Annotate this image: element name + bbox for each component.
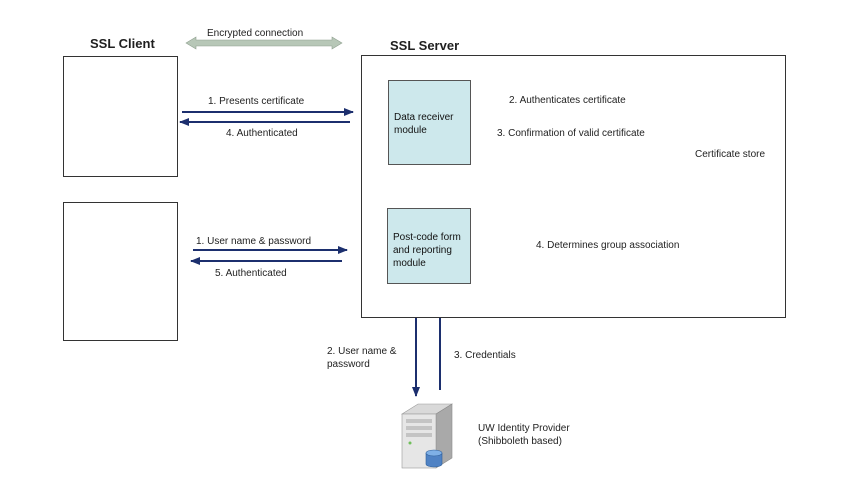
postcode-reporting-module: Post-code form and reporting module [387, 208, 471, 284]
encrypted-connection-label: Encrypted connection [207, 28, 304, 39]
identity-provider-label: UW Identity Provider (Shibboleth based) [478, 423, 570, 447]
ssl-server-title: SSL Server [390, 38, 460, 53]
user-name-password-1-label: 1. User name & password [196, 236, 312, 247]
data-receiver-module: Data receiver module [388, 80, 471, 165]
client-box-password [63, 202, 178, 341]
presents-certificate-label: 1. Presents certificate [208, 96, 305, 107]
user-name-password-2-label: 2. User name & password [327, 346, 397, 370]
determines-group-label: 4. Determines group association [536, 240, 680, 251]
credentials-label: 3. Credentials [454, 350, 516, 361]
authenticates-certificate-label: 2. Authenticates certificate [509, 95, 626, 106]
encrypted-connection-arrow [185, 36, 343, 50]
client-box-certificate [63, 56, 178, 177]
server-tower-icon [400, 403, 454, 469]
certificate-store-label: Certificate store [695, 149, 766, 160]
authenticated-4-label: 4. Authenticated [226, 128, 298, 139]
confirmation-certificate-label: 3. Confirmation of valid certificate [497, 128, 645, 139]
ssl-client-title: SSL Client [90, 36, 155, 51]
authenticated-5-label: 5. Authenticated [215, 268, 287, 279]
